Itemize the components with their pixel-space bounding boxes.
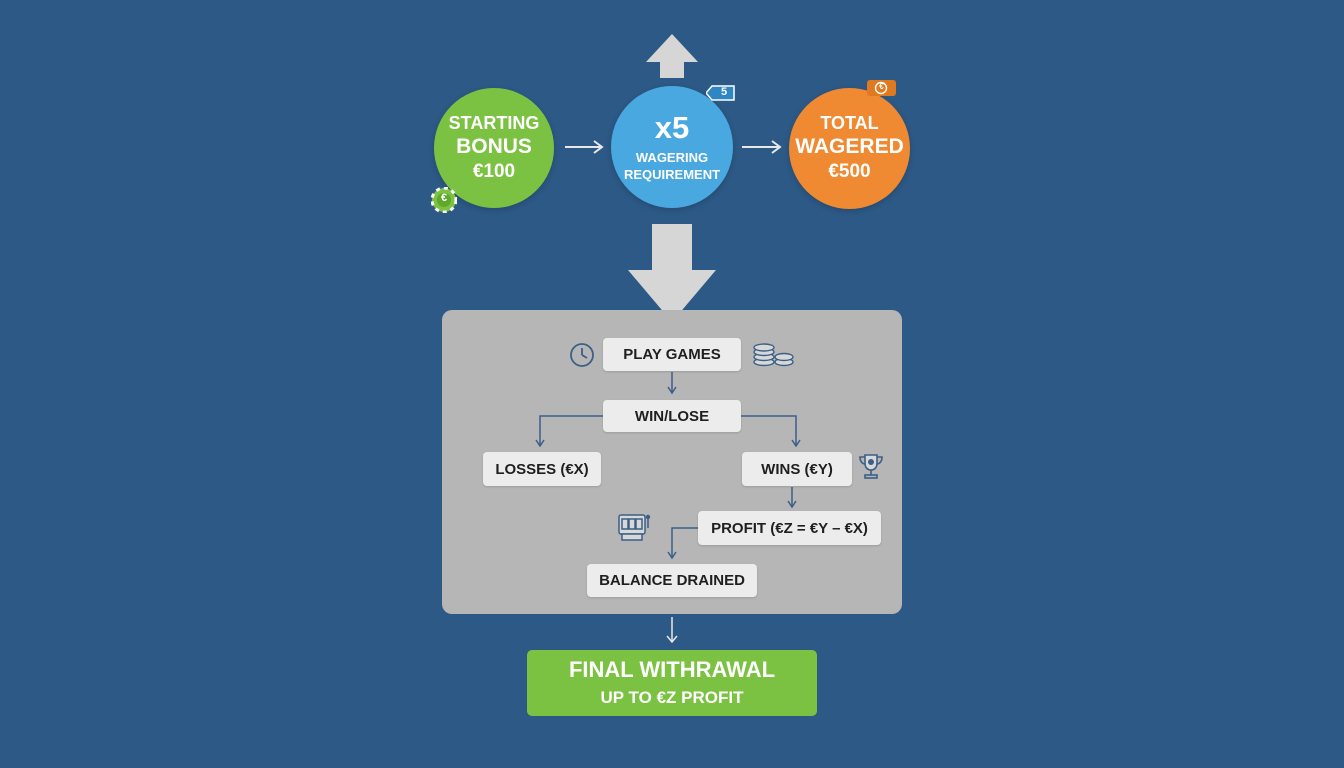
starting-bonus-line2: BONUS <box>456 134 532 158</box>
up-arrow-icon <box>646 34 698 78</box>
losses-step: LOSSES (€X) <box>483 452 601 486</box>
balance-drained-step: BALANCE DRAINED <box>587 564 757 597</box>
slot-machine-icon <box>617 512 653 542</box>
final-withdrawal-title: FINAL WITHRAWAL <box>568 657 776 682</box>
wagering-line1: WAGERING <box>635 150 709 165</box>
wagering-requirement-node: x5 WAGERING REQUIREMENT <box>611 86 733 208</box>
chip-label: € <box>440 192 448 204</box>
total-wagered-line2: WAGERED <box>795 135 904 158</box>
arrow-wagering-to-total <box>742 140 782 154</box>
clock-icon <box>569 342 595 368</box>
coin-tag-icon: € <box>866 79 897 97</box>
wagering-multiplier: x5 <box>654 110 690 145</box>
ticket-badge-label: 5 <box>720 86 728 98</box>
total-wagered-amount: €500 <box>828 161 871 182</box>
big-down-arrow <box>628 224 716 322</box>
coins-icon <box>752 343 796 367</box>
starting-bonus-line1: STARTING <box>448 112 540 133</box>
casino-chip-icon: € <box>431 187 457 213</box>
starting-bonus-amount: €100 <box>472 160 516 182</box>
win-lose-step: WIN/LOSE <box>603 400 741 432</box>
trophy-icon <box>857 452 885 480</box>
coin-tag-label: € <box>879 82 884 91</box>
ticket-badge-icon: 5 <box>706 84 736 102</box>
play-games-step: PLAY GAMES <box>603 338 741 371</box>
final-withdrawal-box: FINAL WITHRAWAL UP TO €Z PROFIT <box>527 650 817 716</box>
arrow-bonus-to-wagering <box>565 140 604 154</box>
total-wagered-line1: TOTAL <box>820 113 879 133</box>
profit-step: PROFIT (€Z = €Y – €X) <box>698 511 881 545</box>
starting-bonus-node: STARTING BONUS €100 <box>434 88 554 208</box>
total-wagered-node: TOTAL WAGERED €500 <box>789 88 910 209</box>
final-withdrawal-subtitle: UP TO €Z PROFIT <box>600 688 744 707</box>
wins-step: WINS (€Y) <box>742 452 852 486</box>
wagering-line2: REQUIREMENT <box>623 167 721 182</box>
